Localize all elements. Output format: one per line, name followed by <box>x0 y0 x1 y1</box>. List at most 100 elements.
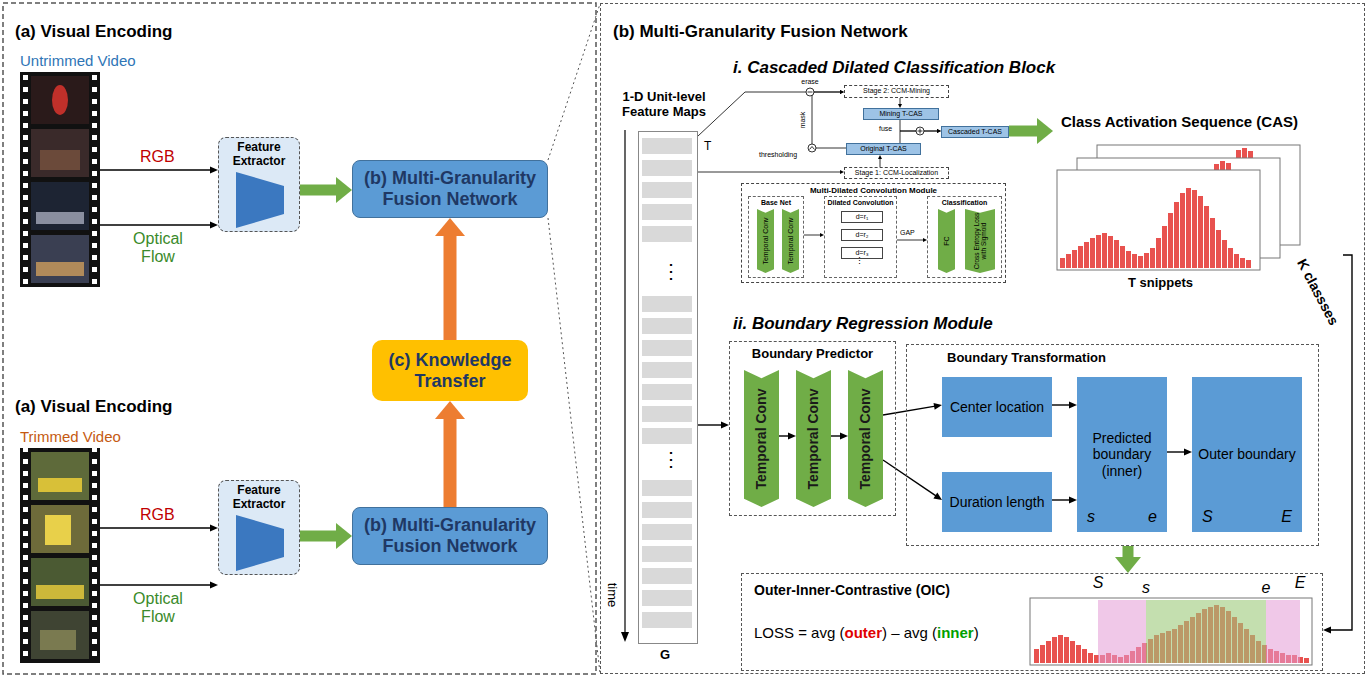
arrow-head <box>210 525 218 532</box>
edge-label: RGB <box>140 148 175 166</box>
connector <box>100 222 218 229</box>
dilation-box: d=r₂ <box>841 229 883 241</box>
node-text: Base Net <box>749 199 803 207</box>
node-text: Original T-CAS <box>860 145 907 153</box>
connector <box>883 403 942 415</box>
formula-line: LOSS = avg (outer) – avg (inner) <box>754 624 979 641</box>
fuse-operator-mark <box>918 129 923 134</box>
node-text: Untrimmed Video <box>20 52 136 69</box>
diagram-label: e <box>1262 579 1271 597</box>
connector <box>900 129 941 143</box>
node-text: ) <box>974 624 979 641</box>
connector-line <box>880 158 881 167</box>
process-box: Duration length <box>942 472 1052 532</box>
connector-line <box>779 435 789 436</box>
connector <box>812 90 846 148</box>
connector <box>1115 546 1141 573</box>
node-text: Cascaded T-CAS <box>948 128 1002 136</box>
node-text: S <box>1202 508 1213 526</box>
node-text: Boundary Transformation <box>947 351 1106 366</box>
connector-line <box>1052 499 1070 500</box>
extractor-trapezoid <box>236 172 284 228</box>
arrow-head <box>1184 449 1192 456</box>
node-text: Temporal Conv <box>787 211 795 271</box>
frame-detail <box>38 478 82 492</box>
inner-region <box>1146 600 1266 663</box>
group-box: ClassificationFCCross Entropy Loss with … <box>927 196 1002 278</box>
connector-line <box>897 240 924 241</box>
film-strip <box>20 448 100 663</box>
film-holes <box>20 72 100 287</box>
node-text: (b) Multi-Granularity Fusion Network <box>613 22 908 42</box>
connector-line <box>698 92 841 136</box>
conv-layer: Temporal Conv <box>744 370 779 507</box>
connector <box>100 582 218 589</box>
diagram-label: time <box>605 583 620 608</box>
diagram-label: G <box>660 648 670 663</box>
frame-detail <box>36 585 84 599</box>
diagram-label: (a) Visual Encoding <box>15 397 172 417</box>
group-box: Base NetTemporal ConvTemporal Conv <box>748 196 804 278</box>
node-text: Outer boundary <box>1198 446 1295 462</box>
connector <box>1052 497 1077 504</box>
video-strip: Trimmed Video <box>20 448 100 663</box>
edge-label: GAP <box>900 229 915 237</box>
connector-line <box>300 185 338 196</box>
node-text: outer <box>844 624 882 641</box>
frame-detail <box>36 262 84 276</box>
diagram-label: E <box>1295 574 1306 592</box>
arrow-head <box>933 493 942 500</box>
arrow-head <box>788 433 796 440</box>
connector-line <box>444 233 457 340</box>
node-text: (b) Multi-Granularity Fusion Network <box>359 168 541 209</box>
transfer-box: (c) Knowledge Transfer <box>372 340 528 401</box>
connector-line <box>300 531 338 542</box>
network-box: (b) Multi-Granularity Fusion Network <box>352 507 548 565</box>
connector <box>831 433 848 440</box>
conv-layer: Temporal Conv <box>782 209 799 273</box>
cas-bars <box>1214 161 1231 170</box>
arrow-head <box>210 167 218 174</box>
connector <box>1009 118 1053 144</box>
edge-label: RGB <box>140 506 175 524</box>
arrow-head <box>435 218 465 236</box>
connector-line <box>100 169 211 170</box>
node-text: Multi-Dilated Convolution Module <box>742 186 1005 195</box>
cas-bars <box>1236 148 1253 158</box>
arrow-head <box>435 401 465 419</box>
node-text: FC <box>943 211 951 271</box>
tcas-box: Mining T-CAS <box>863 108 939 120</box>
module-box: Multi-Dilated Convolution ModuleBase Net… <box>741 183 1006 283</box>
connector-line <box>804 235 821 236</box>
connector <box>698 90 844 136</box>
stage-box: Stage 2: CCM-Mining <box>844 85 949 98</box>
video-strip: Untrimmed Video <box>20 72 100 287</box>
node-text: Stage 2: CCM-Mining <box>863 87 930 95</box>
connector-line <box>698 172 841 173</box>
frame-detail <box>36 212 84 224</box>
node-text: s <box>1087 508 1095 526</box>
node-text: Mining T-CAS <box>879 110 922 118</box>
arrow-head <box>1069 497 1077 504</box>
node-text: Stage 1: CCM-Localization <box>855 169 938 177</box>
arrow-head <box>878 155 882 159</box>
process-box: Center location <box>942 377 1052 437</box>
arrow-head <box>1115 557 1141 573</box>
node-text: Temporal Conv <box>754 374 769 504</box>
diagram-label: mask <box>799 112 807 129</box>
arrow-head <box>1069 402 1077 409</box>
connector <box>300 177 352 203</box>
diagram-label: s <box>1142 579 1150 597</box>
node-text: E <box>1281 508 1292 526</box>
node-text: Duration length <box>950 494 1045 510</box>
connector <box>435 218 465 340</box>
diagram-label: ii. Boundary Regression Module <box>733 314 993 334</box>
stage-box: Stage 1: CCM-Localization <box>844 167 949 179</box>
node-text: 1-D Unit-level Feature Maps <box>609 90 719 120</box>
fc-layer: FC <box>938 209 955 273</box>
diagram-label: T snippets <box>1128 276 1193 291</box>
node-text: Classification <box>928 199 1001 207</box>
erase-operator-mark <box>808 92 813 93</box>
connector <box>804 233 824 237</box>
